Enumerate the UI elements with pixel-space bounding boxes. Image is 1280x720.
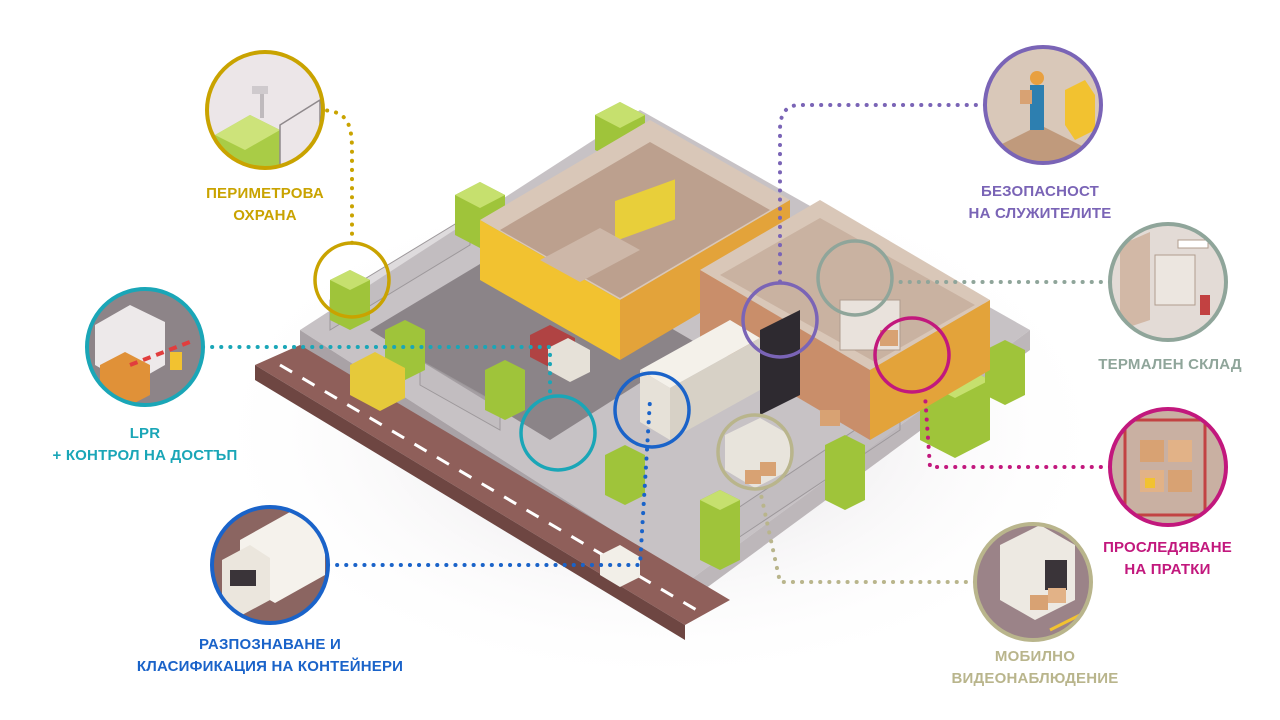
label-thermal-warehouse: ТЕРМАЛЕН СКЛАД — [1080, 354, 1260, 376]
hotspot-staff[interactable] — [741, 281, 819, 359]
hotspot-rings — [313, 239, 951, 491]
label-line: МОБИЛНО — [994, 648, 1076, 665]
label-line: РАЗПОЗНАВАНЕ И — [199, 636, 341, 653]
thumbnail-lpr — [85, 287, 205, 407]
label-shipment-tracking: ПРОСЛЕДЯВАНЕ НА ПРАТКИ — [1080, 537, 1255, 581]
label-line: LPR — [129, 425, 161, 442]
thumbnail-perimeter — [205, 50, 325, 170]
hotspot-thermal[interactable] — [816, 239, 894, 317]
hotspot-tracking[interactable] — [873, 316, 951, 394]
label-line: ТЕРМАЛЕН СКЛАД — [1098, 356, 1242, 373]
label-line: НА ПРАТКИ — [1124, 561, 1211, 578]
cargo-boxes — [745, 330, 898, 484]
label-line: ПЕРИМЕТРОВА — [206, 185, 324, 202]
thumbnail-containers — [210, 505, 330, 625]
connector-lines — [201, 103, 1112, 584]
label-line: ОХРАНА — [233, 207, 297, 224]
hotspot-containers[interactable] — [613, 371, 691, 449]
semi-truck — [640, 320, 760, 440]
hotspot-perimeter[interactable] — [313, 241, 391, 319]
label-lpr-access-control: LPR + КОНТРОЛ НА ДОСТЪП — [30, 423, 260, 467]
vehicles — [350, 325, 790, 587]
label-line: ПРОСЛЕДЯВАНЕ — [1103, 539, 1232, 556]
thumbnail-staff — [983, 45, 1103, 165]
label-perimeter-security: ПЕРИМЕТРОВА ОХРАНА — [155, 183, 375, 227]
label-line: БЕЗОПАСНОСТ — [980, 183, 1100, 200]
label-line: ВИДЕОНАБЛЮДЕНИЕ — [951, 670, 1119, 687]
thumbnail-tracking — [1108, 407, 1228, 527]
label-mobile-video-surveillance: МОБИЛНО ВИДЕОНАБЛЮДЕНИЕ — [935, 646, 1135, 690]
label-container-recognition: РАЗПОЗНАВАНЕ И КЛАСИФИКАЦИЯ НА КОНТЕЙНЕР… — [115, 634, 425, 678]
hotspot-mobile[interactable] — [716, 413, 794, 491]
label-employee-safety: БЕЗОПАСНОСТ НА СЛУЖИТЕЛИТЕ — [935, 181, 1145, 225]
office-building — [480, 120, 790, 360]
thumbnail-thermal — [1108, 222, 1228, 342]
thumbnail-mobile — [973, 522, 1093, 642]
hotspot-lpr[interactable] — [519, 394, 597, 472]
label-line: + КОНТРОЛ НА ДОСТЪП — [52, 447, 238, 464]
label-line: КЛАСИФИКАЦИЯ НА КОНТЕЙНЕРИ — [136, 658, 404, 675]
label-line: НА СЛУЖИТЕЛИТЕ — [968, 205, 1112, 222]
